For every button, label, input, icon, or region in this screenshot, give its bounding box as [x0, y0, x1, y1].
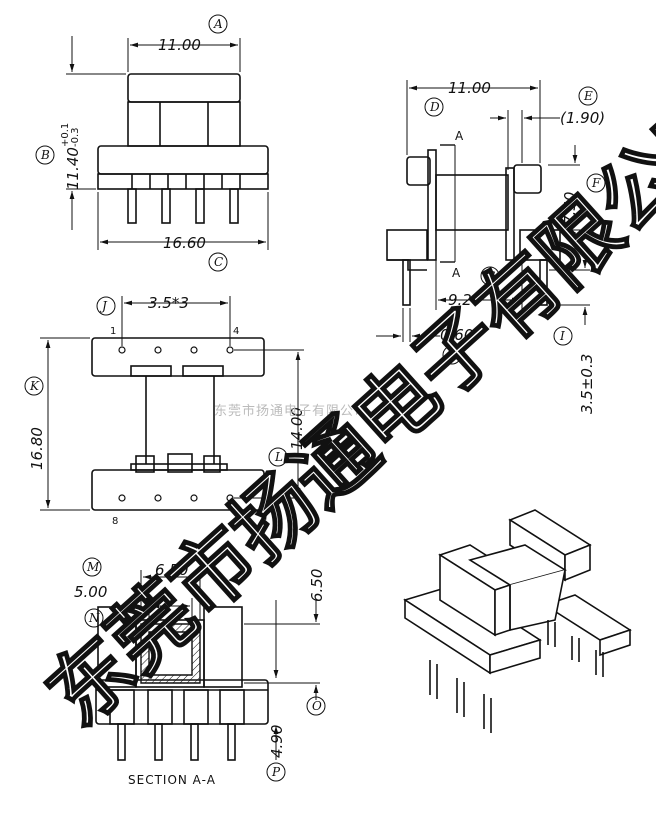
label-I: I: [559, 329, 565, 343]
dim-sec-m: 6.50: [155, 561, 188, 579]
label-C-side: C: [486, 269, 495, 283]
label-F: F: [591, 176, 601, 190]
label-O: O: [312, 699, 322, 713]
label-B: B: [40, 148, 50, 162]
dim-sec-height: 6.50: [308, 569, 326, 602]
label-K: K: [29, 379, 40, 393]
pin-8-label: 8: [112, 516, 118, 527]
label-D: D: [429, 100, 440, 114]
dim-base-width: 16.60: [163, 234, 206, 252]
isometric-view: [403, 509, 632, 733]
label-L: L: [274, 450, 283, 464]
dim-c: 9.20: [448, 291, 481, 309]
reference-bubbles: [24, 14, 606, 782]
label-J: J: [99, 299, 108, 313]
dim-e: (1.90): [560, 109, 605, 127]
label-E: E: [583, 89, 593, 103]
dim-pin-len: 3.5±0.3: [578, 354, 596, 414]
pin-4-label: 4: [233, 326, 239, 337]
dim-top-width: 11.00: [158, 36, 201, 54]
section-marker-bottom: A: [452, 266, 461, 280]
dim-pin-dia: 0.60: [440, 326, 473, 344]
dim-pin-pitch: 3.5*3: [148, 294, 189, 312]
bottom-view: [91, 337, 265, 511]
dim-side-width: 11.00: [448, 79, 491, 97]
dim-sec-o: 4.90: [268, 725, 286, 758]
dim-height-tol: +0.1: [60, 123, 71, 147]
dimension-texts: A B C D E F C H I J K L M N O P 11.00 16…: [28, 17, 605, 787]
dim-pin-row: 14.00: [288, 407, 306, 450]
dim-sec-n: 5.00: [74, 583, 107, 601]
side-view: [386, 145, 561, 306]
label-P: P: [271, 765, 281, 779]
watermark-center-text: 东莞市扬通电子有限公司: [214, 403, 368, 419]
label-C-front: C: [214, 255, 223, 269]
section-caption: SECTION A-A: [128, 773, 216, 787]
label-M: M: [86, 560, 100, 574]
pin-5-label: 5: [234, 516, 240, 527]
pin-1-label: 1: [110, 326, 116, 337]
front-view: [97, 73, 269, 224]
section-marker-top: A: [455, 129, 464, 143]
watermark-company: 东莞市扬通电子有限公司: [30, 71, 656, 745]
dim-height-tol-lower: -0.3: [70, 127, 81, 147]
dim-height: 11.40: [64, 147, 82, 190]
dim-bottom-len: 16.80: [28, 427, 46, 470]
label-H: H: [447, 348, 459, 362]
dim-f: 7.50: [561, 192, 579, 225]
label-A: A: [213, 17, 223, 31]
label-N: N: [88, 611, 100, 625]
